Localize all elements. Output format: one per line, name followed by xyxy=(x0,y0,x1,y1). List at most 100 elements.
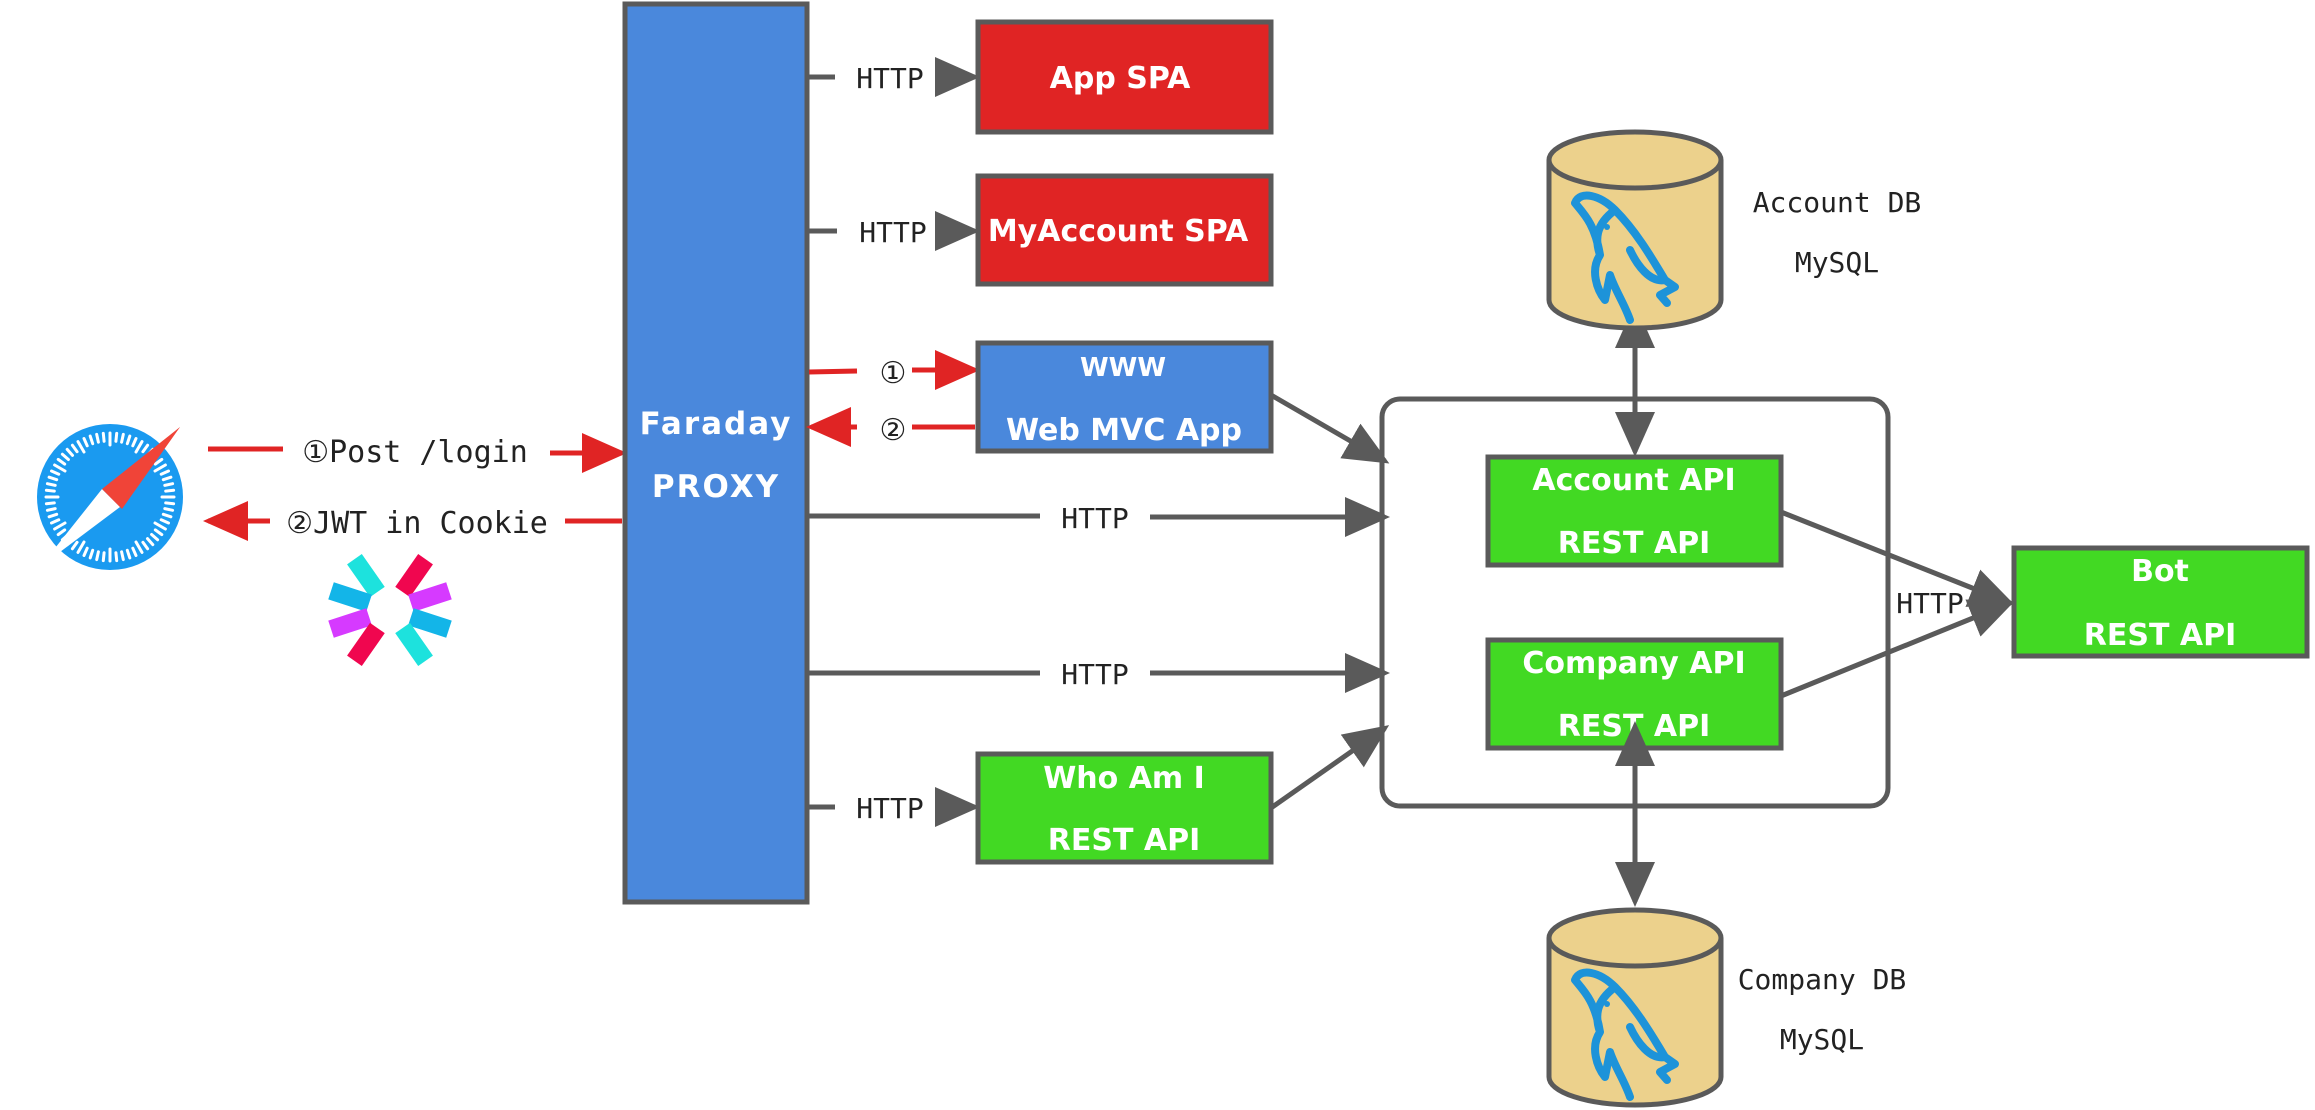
bot-box: Bot REST API xyxy=(2011,545,2310,659)
proxy-cluster-link-1-label: HTTP xyxy=(1061,502,1128,535)
compass-tick xyxy=(153,463,167,473)
compass-tick xyxy=(131,546,138,557)
compass-tick xyxy=(53,463,67,473)
mysql-dolphin-icon xyxy=(1571,191,1679,324)
proxy-cluster-link-2-label: HTTP xyxy=(1061,658,1128,691)
safari-compass-icon xyxy=(37,424,183,570)
account-db-name: Account DB xyxy=(1753,186,1922,219)
login-request-link: ①Post /login xyxy=(208,433,627,473)
compass-tick xyxy=(120,550,125,562)
who-am-i-subtitle: REST API xyxy=(1048,823,1200,858)
compass-tick xyxy=(161,475,173,482)
compass-tick xyxy=(125,434,132,446)
bot-link-label: HTTP xyxy=(1896,587,1963,620)
mysql-dolphin-icon xyxy=(1571,968,1679,1101)
company-db-engine: MySQL xyxy=(1780,1023,1864,1056)
compass-tick xyxy=(56,528,67,537)
jwt-response-label: ②JWT in Cookie xyxy=(286,506,548,541)
company-api-title: Company API xyxy=(1522,646,1745,681)
compass-tick xyxy=(50,518,61,525)
www-title: WWW xyxy=(1080,353,1166,383)
company-db-cylinder xyxy=(1546,907,1724,1108)
compass-tick xyxy=(153,457,164,466)
compass-tick xyxy=(101,551,106,563)
compass-tick xyxy=(44,501,56,506)
account-api-box: Account API REST API xyxy=(1485,454,1784,568)
proxy-cluster-link-2: HTTP xyxy=(807,653,1390,693)
compass-tick xyxy=(44,488,56,493)
compass-tick xyxy=(153,528,164,537)
compass-tick xyxy=(56,457,67,466)
compass-tick xyxy=(141,540,150,551)
company-api-subtitle: REST API xyxy=(1558,709,1710,744)
compass-tick xyxy=(150,533,160,542)
compass-tick xyxy=(134,440,144,454)
compass-tick xyxy=(153,521,167,531)
who-am-i-link-label: HTTP xyxy=(856,792,923,825)
compass-tick xyxy=(125,548,132,560)
compass-tick xyxy=(141,443,150,454)
compass-tick xyxy=(146,537,155,547)
company-api-to-bot-link xyxy=(1780,599,2015,699)
compass-tick xyxy=(82,437,89,448)
compass-tick xyxy=(95,550,100,562)
compass-tick xyxy=(120,432,125,444)
compass-tick xyxy=(159,469,170,476)
compass-tick xyxy=(131,437,138,448)
www-subtitle: Web MVC App xyxy=(1006,413,1242,448)
compass-tick xyxy=(45,482,57,487)
compass-tick xyxy=(114,551,119,563)
compass-tick xyxy=(88,548,95,560)
www-box: WWW xyxy=(975,340,1274,454)
www-step2-link: ② xyxy=(806,407,975,448)
www-to-cluster-link xyxy=(1269,392,1390,464)
myaccount-spa-label: MyAccount SPA xyxy=(988,214,1249,249)
account-db-engine: MySQL xyxy=(1795,246,1879,279)
www-step1-link: ① xyxy=(808,350,980,391)
who-am-i-box: Who Am I REST API xyxy=(975,751,1274,865)
compass-tick xyxy=(163,507,175,512)
bot-title: Bot xyxy=(2131,554,2189,589)
myaccount-spa-link-label: HTTP xyxy=(859,216,926,249)
compass-tick xyxy=(65,447,74,457)
jwt-logo-icon xyxy=(328,554,452,666)
app-spa-link-label: HTTP xyxy=(856,62,923,95)
company-db-name: Company DB xyxy=(1738,963,1907,996)
compass-tick xyxy=(164,501,176,506)
compass-tick xyxy=(95,432,100,444)
who-am-i-to-cluster-link xyxy=(1269,725,1390,811)
account-api-to-bot-link xyxy=(1780,509,2015,607)
bot-subtitle: REST API xyxy=(2084,618,2236,653)
www-step2-label: ② xyxy=(880,413,907,448)
compass-tick xyxy=(88,434,95,446)
proxy-subtitle: PROXY xyxy=(652,469,780,505)
proxy-title: Faraday xyxy=(640,406,793,442)
compass-tick xyxy=(114,431,119,443)
login-request-label: ①Post /login xyxy=(302,435,528,470)
account-db-cylinder xyxy=(1546,129,1724,331)
compass-tick xyxy=(159,518,170,525)
compass-tick xyxy=(161,512,173,519)
compass-tick xyxy=(45,507,57,512)
account-api-subtitle: REST API xyxy=(1558,526,1710,561)
myaccount-spa-box: MyAccount SPA xyxy=(975,173,1274,287)
app-spa-label: App SPA xyxy=(1050,61,1191,96)
compass-tick xyxy=(47,512,59,519)
jwt-response-link: ②JWT in Cookie xyxy=(203,501,622,541)
compass-tick xyxy=(60,452,70,461)
compass-tick xyxy=(70,443,79,454)
compass-tick xyxy=(50,469,61,476)
compass-tick xyxy=(70,540,79,551)
compass-tick xyxy=(101,431,106,443)
compass-tick xyxy=(53,521,67,531)
compass-tick xyxy=(76,440,86,454)
compass-tick xyxy=(134,540,144,554)
company-api-box: Company API REST API xyxy=(1485,637,1784,751)
faraday-proxy: Faraday PROXY xyxy=(622,1,810,905)
who-am-i-title: Who Am I xyxy=(1043,761,1205,796)
www-step1-label: ① xyxy=(880,356,907,391)
app-spa-link: HTTP xyxy=(807,57,980,97)
compass-tick xyxy=(76,540,86,554)
app-spa-box: App SPA xyxy=(975,19,1274,135)
